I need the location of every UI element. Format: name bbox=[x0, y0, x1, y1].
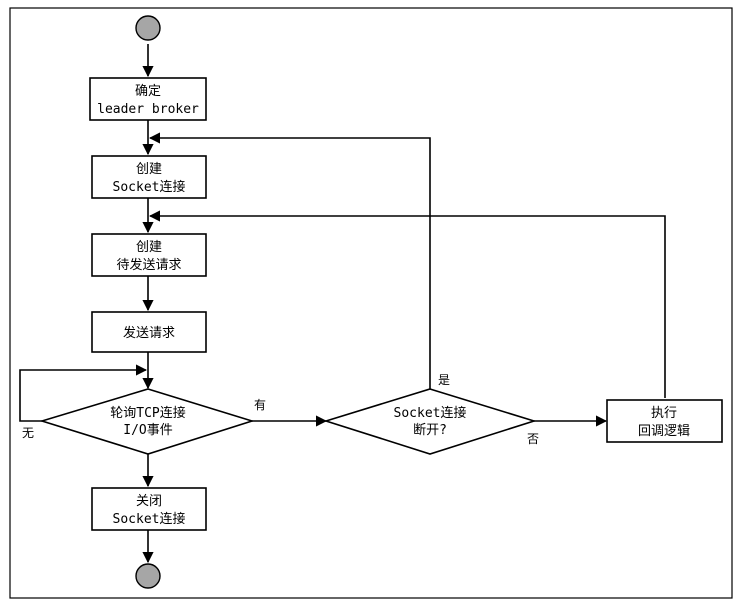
node-send-request-line1: 发送请求 bbox=[123, 325, 175, 341]
node-close-socket-line1: 关闭 bbox=[136, 494, 162, 509]
node-execute-callback-line1: 执行 bbox=[651, 406, 677, 421]
node-socket-disconnected: Socket连接 断开? bbox=[323, 388, 537, 455]
edge-label-no: 否 bbox=[527, 432, 539, 446]
node-create-request-line1: 创建 bbox=[136, 240, 162, 255]
node-poll-tcp-line2: I/O事件 bbox=[123, 423, 172, 438]
node-close-socket: 关闭 Socket连接 bbox=[91, 487, 207, 531]
edge-disconnected-yes-to-create-socket bbox=[148, 132, 431, 389]
node-create-socket-line2: Socket连接 bbox=[113, 179, 186, 195]
edge-poll-none-loop bbox=[19, 364, 148, 422]
node-close-socket-line2: Socket连接 bbox=[113, 511, 186, 527]
node-poll-tcp-line1: 轮询TCP连接 bbox=[110, 405, 185, 421]
node-socket-disconnected-line2: 断开? bbox=[413, 423, 447, 438]
node-socket-disconnected-line1: Socket连接 bbox=[394, 405, 467, 421]
node-determine-leader: 确定 leader broker bbox=[89, 77, 207, 121]
start-node bbox=[135, 15, 161, 41]
node-determine-leader-line1: 确定 bbox=[135, 84, 161, 99]
node-create-request: 创建 待发送请求 bbox=[91, 233, 207, 277]
node-create-socket-line1: 创建 bbox=[136, 162, 162, 177]
edge-callback-to-create-request bbox=[148, 210, 666, 398]
node-execute-callback-line2: 回调逻辑 bbox=[638, 424, 690, 439]
end-node bbox=[135, 563, 161, 589]
edge-label-yes: 是 bbox=[438, 373, 450, 387]
edge-label-has: 有 bbox=[254, 398, 266, 412]
node-create-socket: 创建 Socket连接 bbox=[91, 155, 207, 199]
edge-label-none: 无 bbox=[22, 426, 34, 440]
node-create-request-line2: 待发送请求 bbox=[116, 257, 181, 273]
node-send-request: 发送请求 bbox=[91, 311, 207, 353]
node-poll-tcp: 轮询TCP连接 I/O事件 bbox=[39, 388, 255, 455]
node-execute-callback: 执行 回调逻辑 bbox=[606, 399, 723, 443]
node-determine-leader-line2: leader broker bbox=[97, 102, 199, 117]
